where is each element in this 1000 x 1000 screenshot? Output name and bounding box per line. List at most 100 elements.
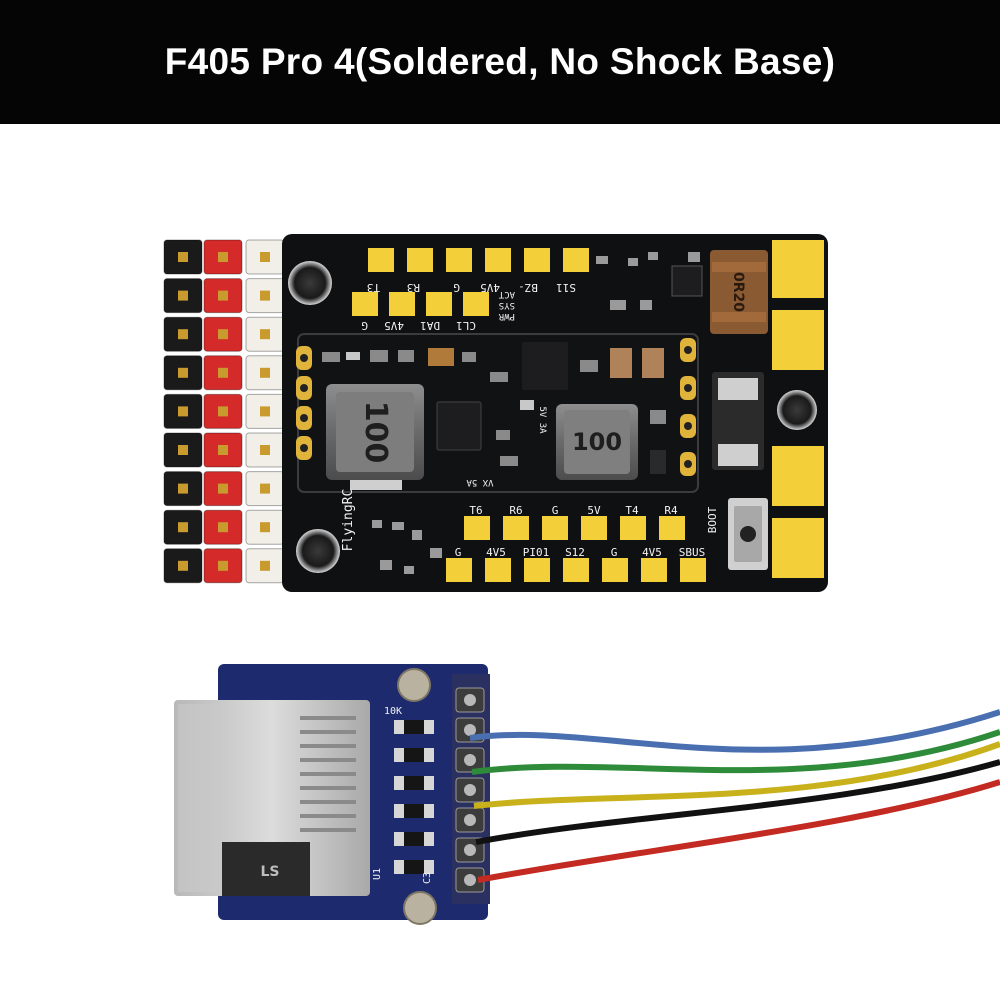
- castellated-hole: [300, 354, 308, 362]
- silkscreen-bottom-labels: T6 R6 G 5V T4 R4 G 4V5 PI01 S12 G 4V5 SB…: [455, 504, 706, 559]
- header-pin: [178, 445, 188, 455]
- solder-pad: [563, 558, 589, 582]
- smd-part: [688, 252, 700, 262]
- silk-cl1: CL1: [456, 319, 476, 332]
- inductor-right-label: 100: [572, 428, 622, 456]
- sd-card-module: LS 10K U1 C3: [174, 664, 1000, 925]
- silk-4v5-b1: 4V5: [486, 546, 506, 559]
- solder-pad: [524, 248, 550, 272]
- header-pin: [178, 290, 188, 301]
- smd-part: [628, 258, 638, 266]
- sd-card-window: [222, 842, 310, 896]
- silk-t6: T6: [469, 504, 482, 517]
- smd-part: [370, 350, 388, 362]
- smd-part: [610, 348, 632, 378]
- pin-header-black: [163, 239, 203, 584]
- solder-pad: [581, 516, 607, 540]
- castellated-hole: [684, 346, 692, 354]
- solder-pad: [463, 292, 489, 316]
- header-pin: [260, 560, 270, 571]
- solder-pad: [680, 558, 706, 582]
- title-banner: F405 Pro 4(Soldered, No Shock Base): [0, 0, 1000, 124]
- solder-pad: [485, 248, 511, 272]
- resistor-body: [404, 832, 424, 846]
- castellated-hole: [684, 384, 692, 392]
- sd-resistors: [394, 720, 434, 874]
- solder-pad: [641, 558, 667, 582]
- header-pin: [178, 560, 188, 571]
- power-pad-4: [772, 518, 824, 578]
- header-pin: [218, 290, 228, 301]
- resistor-end: [424, 804, 434, 818]
- sd-contact: [300, 716, 356, 720]
- sd-contact: [300, 800, 356, 804]
- header-pin: [464, 784, 476, 796]
- silk-g-b2: G: [455, 546, 462, 559]
- silk-g-mid: G: [361, 319, 368, 332]
- castellated-hole: [684, 422, 692, 430]
- silk-t4: T4: [625, 504, 639, 517]
- silk-pi01: PI01: [523, 546, 550, 559]
- header-pin: [464, 724, 476, 736]
- wire-green: [471, 729, 1000, 775]
- wires: [469, 709, 1000, 883]
- solder-pad: [446, 248, 472, 272]
- header-pin: [260, 329, 270, 340]
- castellated-hole: [300, 384, 308, 392]
- sd-contact: [300, 786, 356, 790]
- smd-part: [640, 300, 652, 310]
- inductor-right: 100: [556, 404, 638, 480]
- header-pin: [464, 844, 476, 856]
- silk-t3: T3: [367, 281, 380, 294]
- castellated-hole: [300, 414, 308, 422]
- silk-4v5-top: 4V5: [480, 281, 500, 294]
- smd-part: [412, 530, 422, 540]
- solder-pad: [524, 558, 550, 582]
- sd-mount-hole-top: [397, 668, 431, 702]
- silk-sys: SYS: [499, 300, 515, 310]
- resistor-body: [404, 776, 424, 790]
- header-pin: [218, 367, 228, 378]
- solder-pad: [426, 292, 452, 316]
- mosfet-chip: [522, 342, 568, 390]
- sd-contact: [300, 814, 356, 818]
- silk-s11: S11: [556, 281, 576, 294]
- smd-part: [520, 400, 534, 410]
- sd-label-10k: 10K: [384, 706, 402, 717]
- sd-contact: [300, 730, 356, 734]
- header-pin: [178, 406, 188, 417]
- smd-part: [346, 352, 360, 360]
- product-photo: 0R20 100 100: [0, 124, 1000, 1000]
- mount-hole-bottom-left: [296, 529, 340, 573]
- mount-hole-right: [777, 390, 817, 430]
- solder-pad: [602, 558, 628, 582]
- pin-header-white: [245, 239, 285, 584]
- solder-pad: [485, 558, 511, 582]
- silk-brand: FlyingRC: [341, 489, 356, 552]
- wire-red: [477, 779, 1000, 883]
- sd-card-mark: LS: [260, 864, 279, 880]
- pin-header-red: [203, 239, 243, 584]
- smd-part: [322, 352, 340, 362]
- header-pin: [218, 560, 228, 571]
- resistor-end: [424, 832, 434, 846]
- smd-part: [648, 252, 658, 260]
- resistor-end: [394, 804, 404, 818]
- silk-rail-5v: 5V 3A: [537, 406, 547, 434]
- resistor-body: [404, 860, 424, 874]
- wire-black: [475, 759, 1000, 845]
- sd-label-c3: C3: [422, 872, 433, 884]
- resistor-body: [404, 804, 424, 818]
- header-pin: [260, 522, 270, 533]
- resistor-end: [394, 860, 404, 874]
- silk-act: ACT: [498, 289, 515, 299]
- silk-rail-vx: VX 5A: [466, 477, 494, 487]
- header-pin: [218, 522, 228, 533]
- bottom-solder-pads: [446, 516, 706, 582]
- header-pin: [178, 522, 188, 533]
- castellated-hole: [300, 444, 308, 452]
- resistor-body: [404, 720, 424, 734]
- header-pin: [218, 483, 228, 494]
- inductor-left-label: 100: [358, 401, 393, 464]
- header-pin: [260, 483, 270, 494]
